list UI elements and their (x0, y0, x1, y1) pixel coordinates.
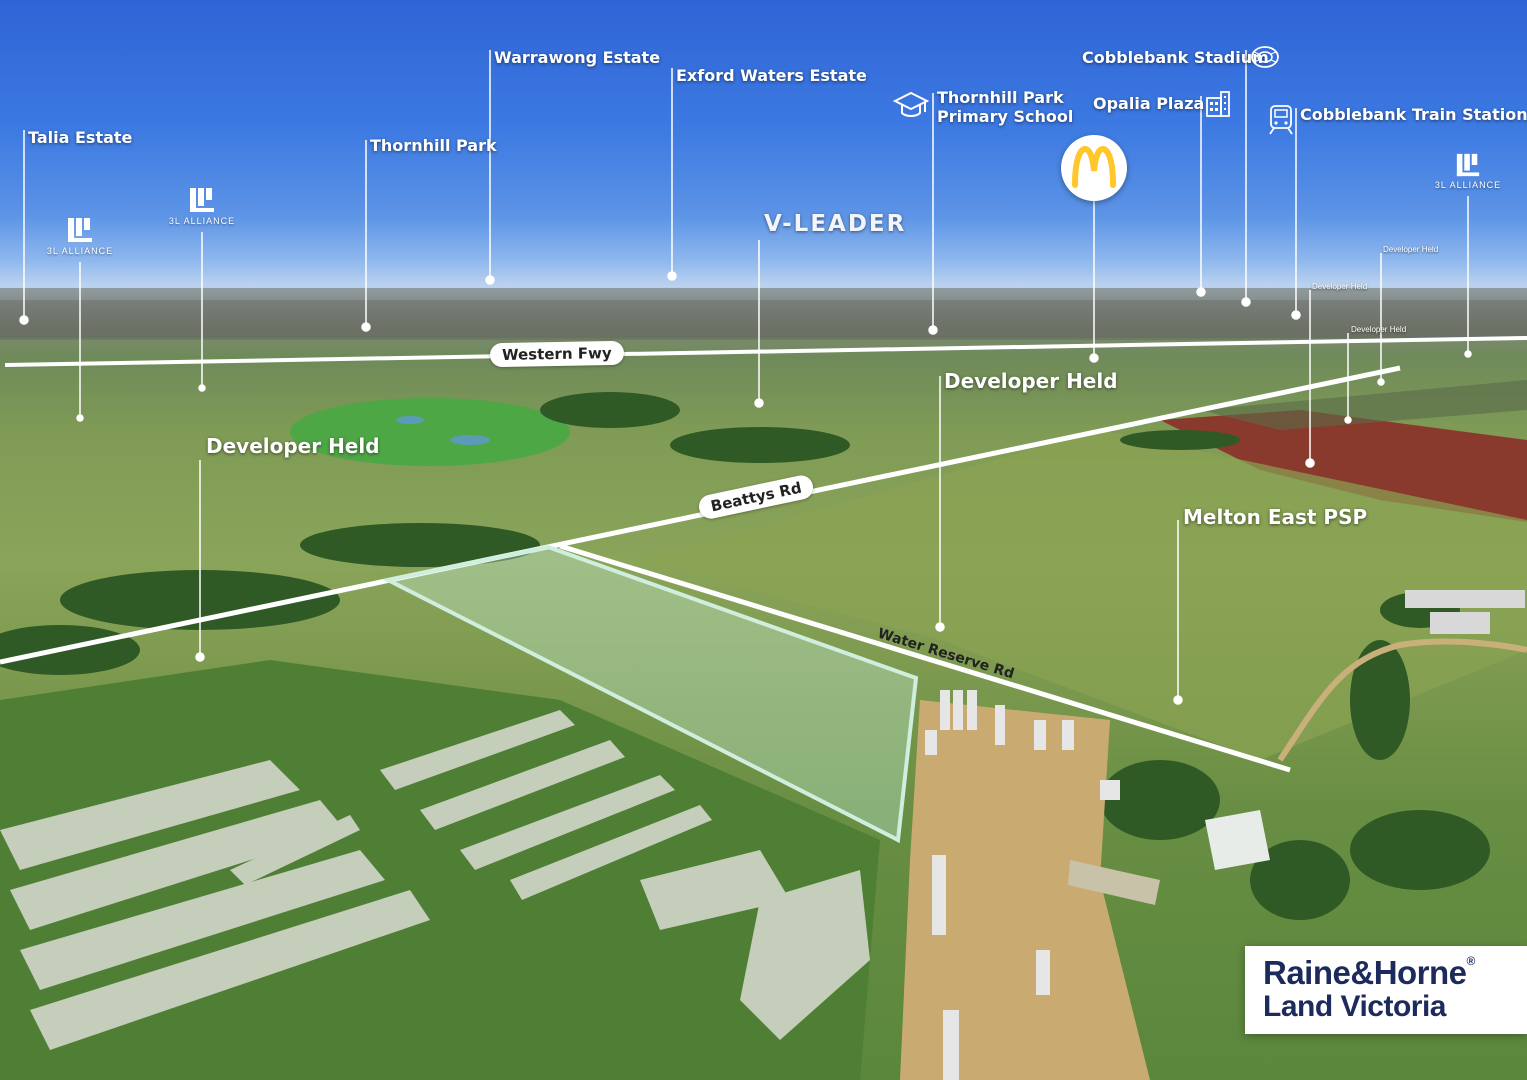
raine-horne-brand: Raine&Horne® Land Victoria (1245, 946, 1527, 1034)
label-melton-east-psp: Melton East PSP (1183, 505, 1368, 529)
label-developer-held-left: Developer Held (206, 434, 380, 458)
label-talia-estate: Talia Estate (28, 128, 133, 147)
alliance-name: 3L ALLIANCE (168, 216, 236, 226)
brand-name: Raine&Horne (1263, 954, 1467, 991)
mall-building-icon (1206, 91, 1230, 117)
brand-registered-mark: ® (1466, 954, 1476, 968)
trucks (925, 690, 1120, 1080)
alliance-mark-icon (190, 188, 214, 212)
label-warrawong-estate: Warrawong Estate (494, 48, 661, 67)
golden-arches-icon (1072, 145, 1116, 188)
truck-yard (900, 700, 1150, 1080)
brand-line2: Land Victoria (1263, 990, 1447, 1023)
label-v-leader: V-LEADER (764, 211, 907, 237)
train-icon (1269, 105, 1293, 135)
stadium-icon (1251, 46, 1279, 68)
alliance-name: 3L ALLIANCE (1434, 180, 1502, 190)
western-fwy-line (4, 336, 1527, 367)
subject-lot (382, 544, 919, 844)
alliance-mark-icon (68, 218, 92, 242)
alliance-logo: 3L ALLIANCE (1423, 152, 1513, 190)
label-cobblebank-stadium: Cobblebank Stadium (1082, 48, 1269, 67)
label-cobblebank-train-station: Cobblebank Train Station (1300, 105, 1527, 124)
label-primary-line2: Primary School (937, 107, 1074, 126)
red-paddock (1160, 410, 1527, 522)
alliance-name: 3L ALLIANCE (46, 246, 114, 256)
label-developer-held-small: Developer Held (1383, 245, 1439, 254)
alliance-mark-icon (1456, 153, 1480, 177)
label-exford-waters-estate: Exford Waters Estate (676, 66, 867, 85)
label-developer-held-small: Developer Held (1351, 325, 1407, 334)
mcdonalds-logo (1061, 135, 1127, 201)
brand-line1: Raine&Horne® (1263, 954, 1475, 992)
water-reserve-rd-line (559, 543, 1291, 773)
label-primary-line1: Thornhill Park (937, 88, 1064, 107)
graduation-cap-icon (893, 91, 929, 117)
alliance-logo: 3L ALLIANCE (157, 186, 247, 226)
wetland (290, 398, 570, 466)
label-opalia-plaza: Opalia Plaza (1093, 94, 1205, 113)
callout-lines (19, 50, 1472, 705)
label-developer-held-center: Developer Held (944, 369, 1118, 393)
label-thornhill-park: Thornhill Park (370, 136, 497, 155)
label-developer-held-small: Developer Held (1312, 282, 1368, 291)
label-thornhill-park-primary-school: Thornhill Park Primary School (937, 88, 1073, 126)
greenhouses (0, 710, 870, 1050)
beattys-rd-line (0, 365, 1401, 665)
alliance-logo: 3L ALLIANCE (35, 216, 125, 256)
road-label-western-fwy: Western Fwy (489, 340, 624, 368)
